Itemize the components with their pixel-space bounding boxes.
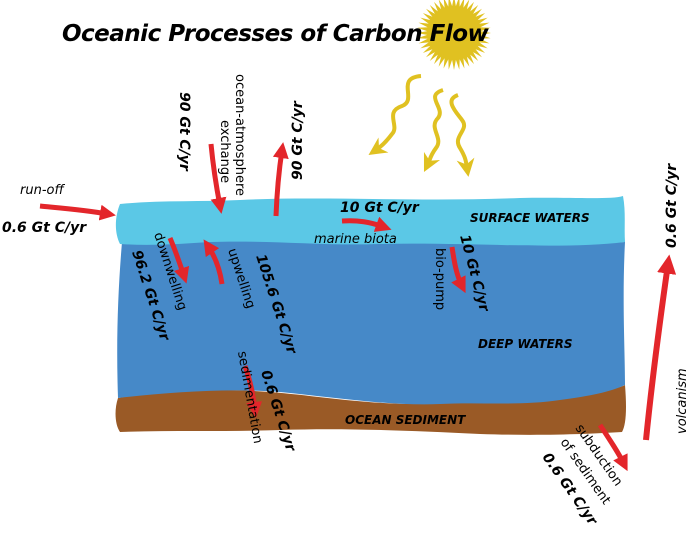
bio-pump-arrow <box>449 246 466 294</box>
runoff-label: run-off <box>20 183 65 198</box>
bio-pump-label: bio-pump <box>432 248 447 310</box>
sedimentation-arrow <box>242 365 263 418</box>
surface-waters-label: SURFACE WATERS <box>470 211 590 225</box>
downwelling-arrow <box>167 237 190 284</box>
sun-icon <box>417 0 491 70</box>
marine-biota-arrow <box>341 216 392 232</box>
exchange-down-amount: 90 Gt C/yr <box>176 92 192 172</box>
upwelling-arrow <box>203 239 225 285</box>
exchange-up-arrow <box>272 142 289 217</box>
marine-biota-amount: 10 Gt C/yr <box>340 200 420 216</box>
sunlight-rays <box>368 74 475 177</box>
diagram-title: Oceanic Processes of Carbon Flow <box>62 21 490 47</box>
volcanism-amount: 0.6 Gt C/yr <box>664 163 680 248</box>
sun-shape <box>417 0 491 70</box>
exchange-down-arrow <box>208 143 227 214</box>
deep-waters-layer <box>117 239 625 405</box>
runoff-arrow <box>39 203 116 221</box>
deep-waters-label: DEEP WATERS <box>478 337 573 351</box>
marine-biota-label: marine biota <box>314 232 397 247</box>
wavy-arrow-icon <box>368 74 422 155</box>
exchange-label-line1: ocean-atmosphere <box>232 74 247 196</box>
wavy-arrow-icon <box>423 88 444 173</box>
wavy-arrow-icon <box>449 93 475 177</box>
ocean-sediment-label: OCEAN SEDIMENT <box>345 413 466 427</box>
exchange-label-line2: exchange <box>217 120 232 183</box>
runoff-amount: 0.6 Gt C/yr <box>2 220 87 236</box>
volcanism-label: volcanism <box>675 368 690 434</box>
subduction-arrow <box>597 423 628 472</box>
ocean-sediment-layer <box>115 385 626 435</box>
volcanism-arrow <box>643 254 677 441</box>
exchange-up-amount: 90 Gt C/yr <box>290 100 306 180</box>
